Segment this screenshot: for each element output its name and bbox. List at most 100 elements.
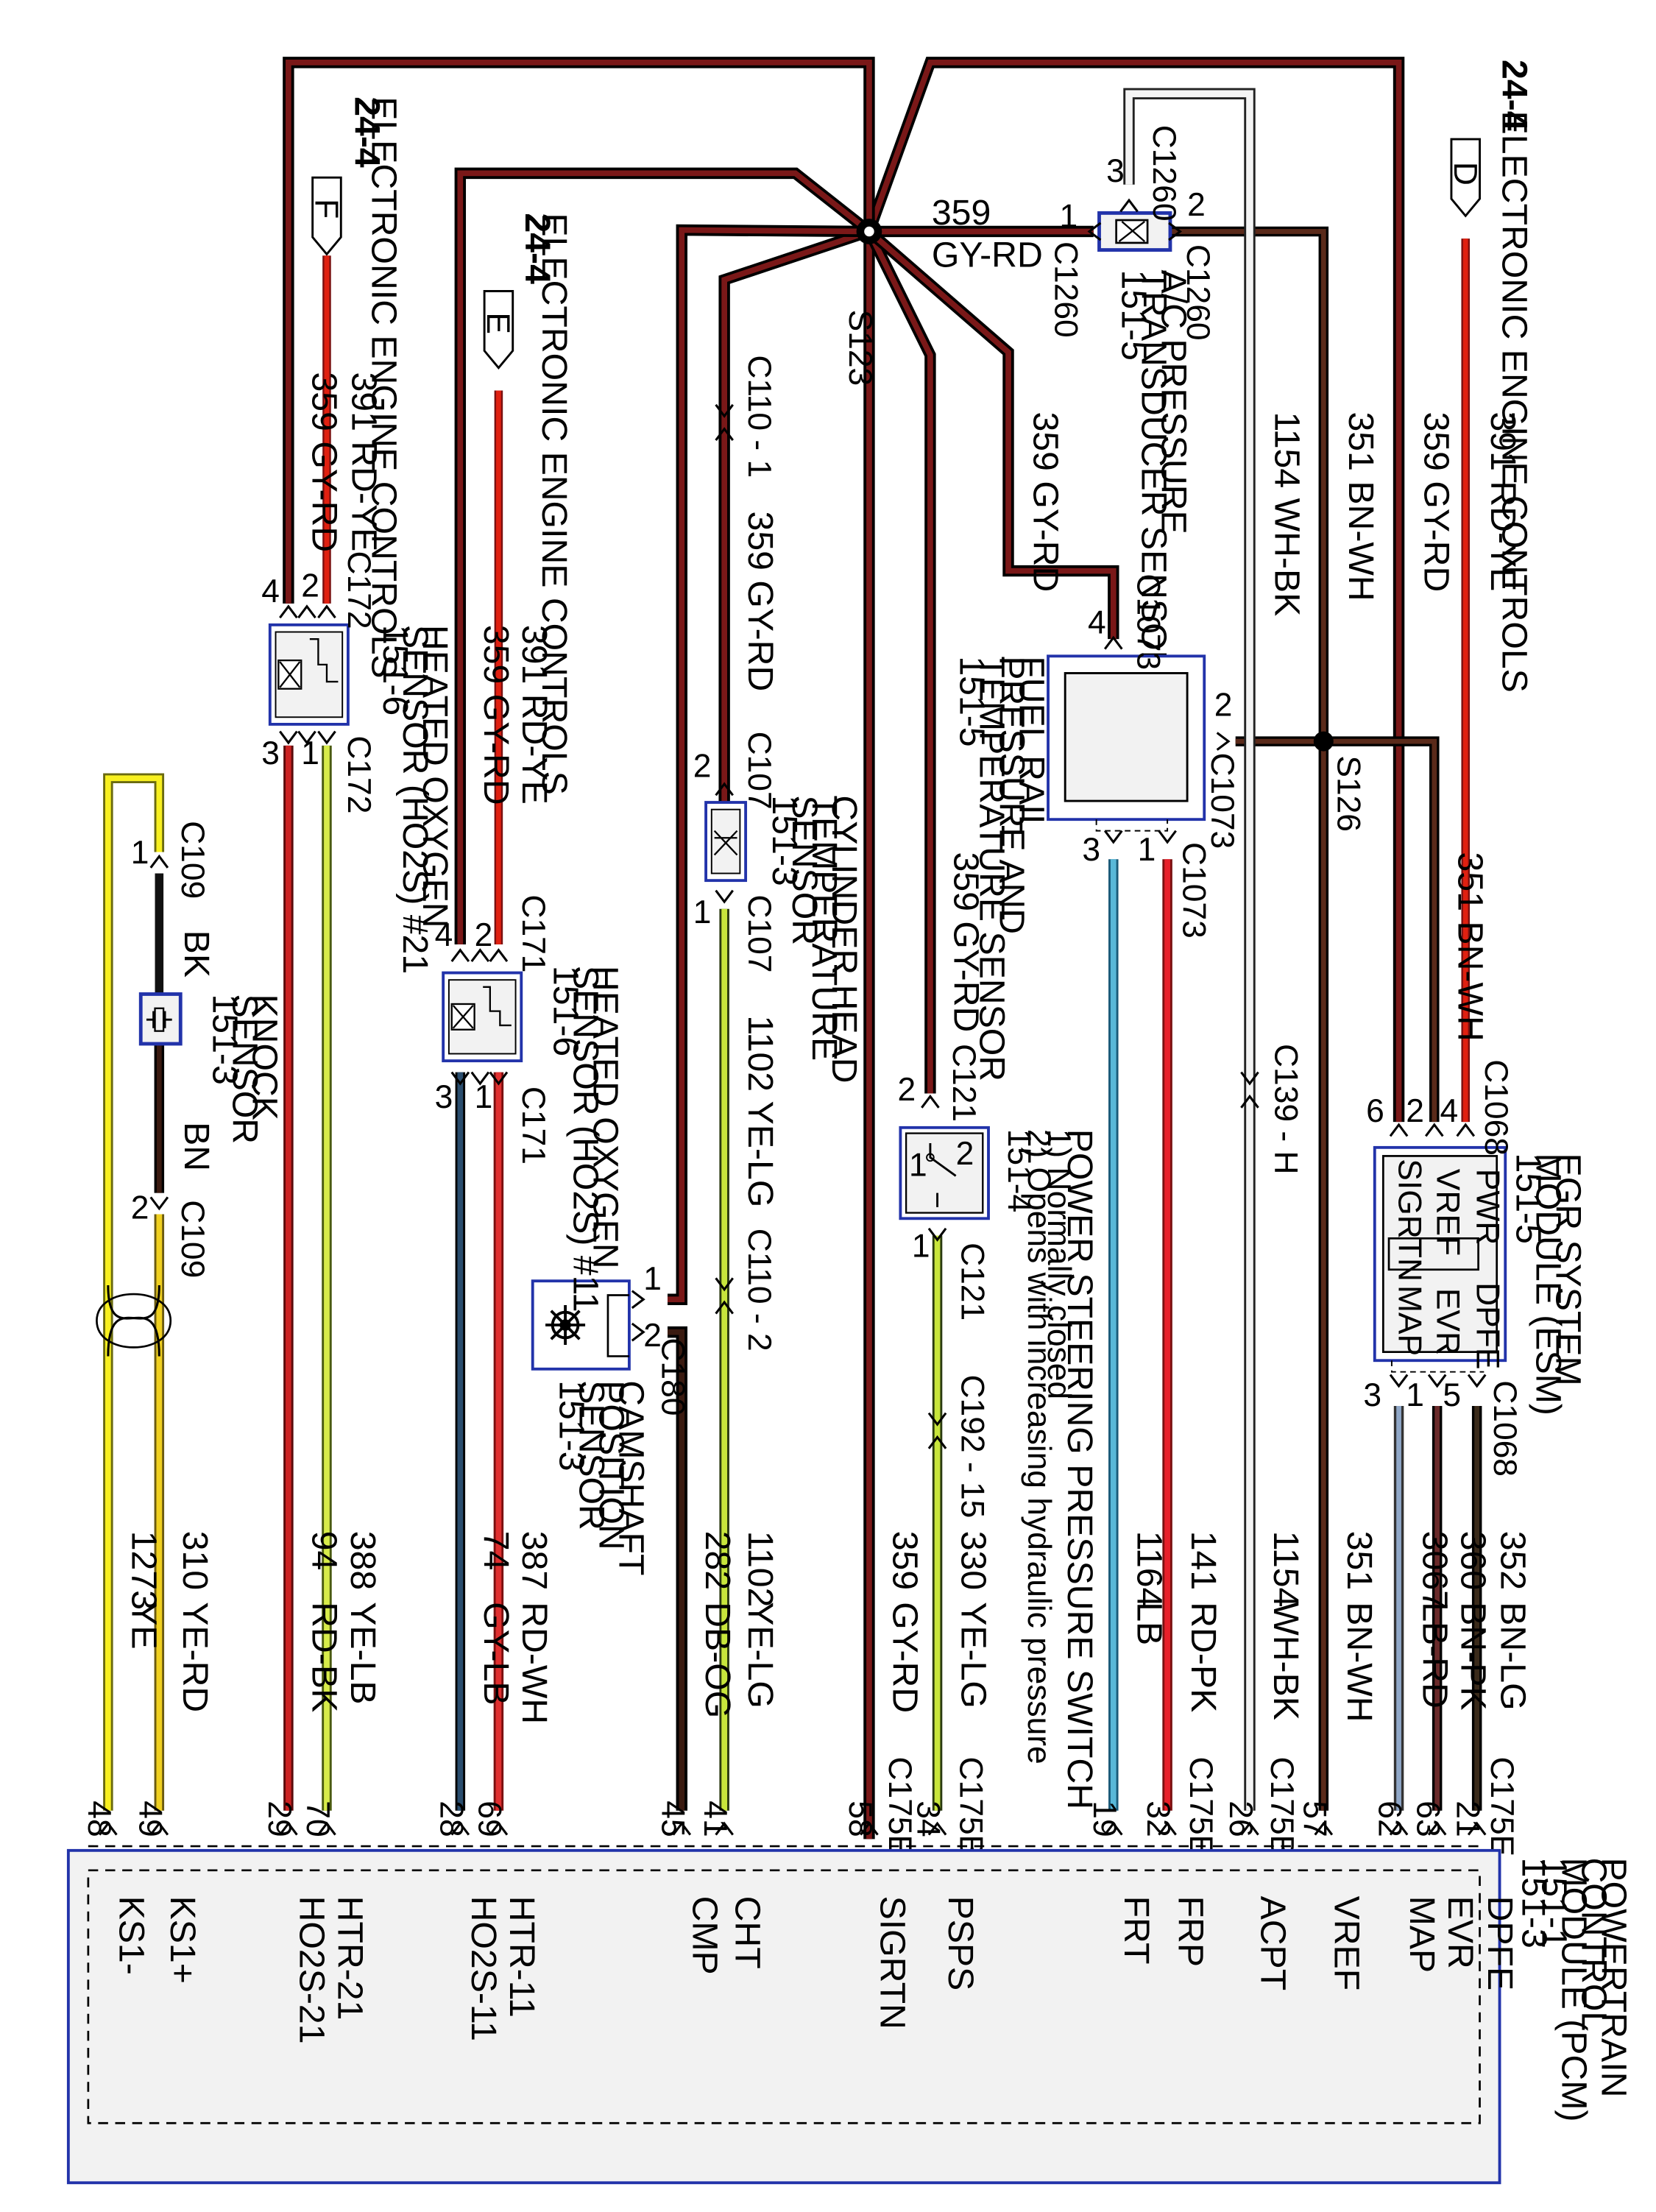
esm-pin-sigrtn: SIGRTN [1392, 1159, 1428, 1282]
pcm-wire-color-cmp: DB-OG [698, 1602, 737, 1718]
svg-text:TEMPERATURE SENSOR: TEMPERATURE SENSOR [972, 656, 1011, 1081]
pcm-signal-frp: FRP [1171, 1896, 1211, 1967]
splice-s123: S123 [842, 219, 882, 386]
label-359-gy-rd-ho2s11: 359 GY-RD [476, 625, 516, 805]
svg-text:1: 1 [475, 1079, 493, 1115]
pcm-pin-number-htr-21: 70 [300, 1801, 336, 1837]
svg-text:1: 1 [1138, 832, 1156, 868]
pcm-pin-number-acpt: 26 [1222, 1801, 1259, 1837]
connector-c139h: C139 - H [1239, 1044, 1304, 1175]
connector-c109-top: C109 [174, 821, 210, 899]
label-1102-ye-lg-upper: 1102 YE-LG [740, 1015, 780, 1207]
svg-text:151-5: 151-5 [1509, 1153, 1549, 1244]
pcm-wire-color-map: LB-RD [1415, 1602, 1454, 1709]
connector-c1073-top: C1073 [1130, 573, 1167, 670]
label-gy-rd-ac: GY-RD [932, 236, 1043, 275]
pcm-wire-number-frp: 141 [1183, 1531, 1223, 1590]
connector-c192-15: C192 - 15 [927, 1375, 990, 1518]
svg-text:1: 1 [131, 835, 149, 871]
pcm-pin-number-sigrtn: 58 [842, 1801, 878, 1837]
svg-text:SENSOR (HO2S) #21: SENSOR (HO2S) #21 [395, 625, 435, 974]
connector-c1073-bottom: C1073 [1175, 842, 1211, 939]
pcm-signal-vref: VREF [1327, 1896, 1367, 1991]
pcm-signal-ho2s-11: HO2S-11 [464, 1896, 503, 2041]
pcm-signal-evr: EVR [1440, 1896, 1480, 1969]
svg-text:TRANSDUCER SENSOR: TRANSDUCER SENSOR [1133, 270, 1173, 676]
svg-text:151-5: 151-5 [1114, 270, 1153, 361]
connector-c175b-right: C175B [1264, 1756, 1300, 1856]
label-359-gy-rd-psps: 359 GY-RD [946, 852, 986, 1033]
pcm-wire-color-htr-11: RD-WH [514, 1602, 554, 1724]
esm-pin-vref: VREF [1430, 1169, 1466, 1256]
pcm-wire-color-frp: RD-PK [1183, 1602, 1223, 1712]
label-359-ac: 359 [932, 193, 991, 233]
pcm-connector-labels: C175E C175B C175E C175B C175E [882, 1756, 1520, 1856]
esm-pin-pwr: PWR [1470, 1169, 1506, 1245]
pcm-pin-number-evr: 63 [1410, 1801, 1446, 1837]
pcm-pin-number-htr-11: 69 [471, 1801, 507, 1837]
esm-pin-map: MAP [1392, 1285, 1428, 1356]
svg-text:2: 2 [898, 1072, 916, 1108]
svg-text:151-3: 151-3 [551, 1380, 591, 1471]
svg-text:PRESSURE AND: PRESSURE AND [991, 656, 1031, 934]
label-359-gy-rd-esm: 359 GY-RD [1416, 411, 1456, 592]
frpt-title: FUEL RAIL PRESSURE AND TEMPERATURE SENSO… [952, 656, 1051, 1081]
pcm-wire-number-acpt: 1154 [1266, 1531, 1306, 1608]
pcm-wire-number-dpfe: 352 [1493, 1531, 1532, 1590]
psps-title: POWER STEERING PRESSURE SWITCH 1) Normal… [1001, 1129, 1100, 1809]
svg-text:C139 - H: C139 - H [1268, 1044, 1304, 1175]
pcm-wire-number-htr-11: 387 [514, 1531, 554, 1590]
pcm-wire-color-psps: YE-LG [953, 1602, 993, 1709]
pcm-signal-cht: CHT [728, 1896, 768, 1969]
pcm-pin-number-ks1-: 49 [132, 1801, 168, 1837]
ece-ref-e-number: 24-4 [517, 213, 557, 284]
pcm-wire-number-psps: 330 [953, 1531, 993, 1590]
svg-text:1: 1 [1406, 1377, 1424, 1413]
pcm-wire-color-vref: BN-WH [1340, 1602, 1379, 1722]
svg-text:2: 2 [475, 917, 493, 953]
svg-text:FUEL RAIL: FUEL RAIL [1011, 656, 1051, 834]
heated-oxygen-sensor-21: 4 2 3 1 C172 C172 HEATED OXYGEN SENSOR (… [261, 551, 455, 975]
label-359-gy-rd-cht: 359 GY-RD [740, 512, 780, 692]
cylinder-head-temp-sensor: C110 - 1 2 1 C107 C107 CYLINDER HEAD TEM… [693, 355, 864, 1351]
pcm-wire-number-sigrtn: 359 [885, 1531, 925, 1590]
pcm-signal-frt: FRT [1117, 1896, 1156, 1965]
ece-ref-d-number: 24-4 [1494, 60, 1534, 131]
connector-c1260-right: C1260 [1180, 244, 1216, 341]
pcm-wire-number-ks1-: 310 [175, 1531, 215, 1590]
connector-c1068-bottom: C1068 [1487, 1380, 1523, 1477]
splice-s126-label: S126 [1331, 755, 1367, 832]
power-steering-pressure-switch: 2 1 2 1 C121 C121 POWER STEERING PRESSUR… [898, 1044, 1100, 1809]
svg-text:HEATED OXYGEN: HEATED OXYGEN [415, 625, 455, 928]
connector-c110-1: C110 - 1 [741, 355, 777, 478]
esm-pin-evr: EVR [1430, 1288, 1466, 1355]
connector-c121-bottom: C121 [954, 1243, 990, 1321]
pcm-pin-number-frp: 32 [1140, 1801, 1176, 1837]
camshaft-position-sensor: 1 2 C180 CAMSHAFT POSITION SENSOR 151-3 [531, 1261, 690, 1575]
top-wire-labels: 391 RD-YE 359 GY-RD 351 BN-WH 1154 WH-BK… [177, 193, 1523, 1208]
connector-c175e-sigrtn: C175E [882, 1756, 918, 1856]
svg-text:SENSOR (HO2S) #11: SENSOR (HO2S) #11 [566, 966, 606, 1312]
pcm-wire-color-dpfe: BN-LG [1493, 1602, 1532, 1710]
svg-text:2) Opens with increasing hydra: 2) Opens with increasing hydraulic press… [1021, 1129, 1057, 1764]
pcm-signal-dpfe: DPFE [1480, 1896, 1520, 1991]
label-351-bn-wh-esm: 351 BN-WH [1451, 852, 1490, 1042]
ece-ref-d-name: ELECTRONIC ENGINE CONTROLS [1494, 110, 1534, 692]
ece-ref-d: 24-4 ELECTRONIC ENGINE CONTROLS D [1447, 60, 1535, 693]
pcm-signal-ks1-: KS1+ [163, 1896, 202, 1984]
twisted-pair-symbol [107, 1285, 160, 1357]
wire-layer [96, 57, 1482, 1840]
connector-c172-top: C172 [341, 551, 377, 629]
ho2s11-title: HEATED OXYGEN SENSOR (HO2S) #11 151-6 [546, 966, 626, 1312]
pcm-signal-sigrtn: SIGRTN [872, 1896, 912, 2029]
ece-ref-f: 24-4 ELECTRONIC ENGINE CONTROLS F [308, 96, 404, 678]
svg-text:2: 2 [643, 1318, 662, 1354]
svg-text:2: 2 [1214, 687, 1233, 723]
pcm-wire-color-acpt: WH-BK [1266, 1602, 1306, 1720]
svg-text:2: 2 [956, 1136, 974, 1172]
ece-ref-f-letter: F [308, 199, 344, 219]
svg-text:1: 1 [693, 894, 712, 930]
connector-c172-bottom: C172 [341, 735, 377, 813]
heated-oxygen-sensor-11: 4 2 3 1 C171 C171 HEATED OXYGEN SENSOR (… [435, 894, 626, 1312]
